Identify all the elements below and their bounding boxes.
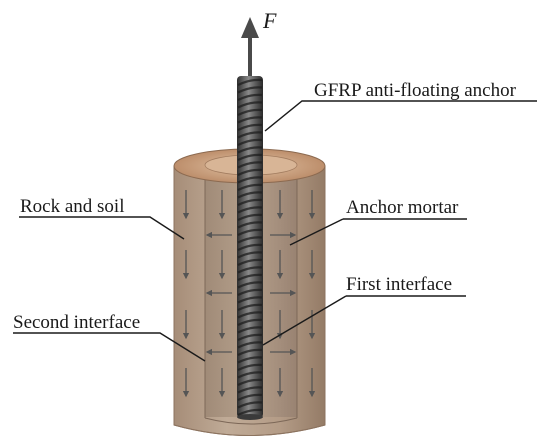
force-arrow: [241, 17, 259, 76]
rod-thread: [237, 348, 263, 356]
rod-thread: [237, 266, 263, 274]
rod-thread: [237, 213, 263, 221]
rod-thread: [237, 161, 263, 169]
rod-thread: [237, 198, 263, 206]
rod-thread: [237, 138, 263, 146]
rod-thread: [237, 386, 263, 394]
rod-thread: [237, 101, 263, 109]
rod-thread: [237, 326, 263, 334]
rod-thread: [237, 408, 263, 416]
radial-arrows: [205, 231, 297, 356]
rock-soil-label: Rock and soil: [20, 196, 125, 217]
rod-thread: [237, 116, 263, 124]
rod-thread: [237, 303, 263, 311]
rod-thread: [237, 183, 263, 191]
rod-thread: [237, 153, 263, 161]
rod-thread: [237, 176, 263, 184]
rod-thread: [237, 333, 263, 341]
rod-thread: [237, 228, 263, 236]
rod-thread: [237, 356, 263, 364]
rod-thread: [237, 258, 263, 266]
rod-thread: [237, 221, 263, 229]
anchor-mortar-label: Anchor mortar: [346, 197, 459, 218]
rod-thread: [237, 363, 263, 371]
rod-thread: [237, 318, 263, 326]
first-interface-label: First interface: [346, 274, 452, 295]
rod-thread: [237, 93, 263, 101]
rod-thread: [237, 393, 263, 401]
rod-thread: [237, 146, 263, 154]
rod-thread: [237, 401, 263, 409]
gfrp-anchor-label: GFRP anti-floating anchor: [314, 80, 517, 101]
rod-thread: [237, 273, 263, 281]
rod-thread: [237, 168, 263, 176]
rod-thread: [237, 131, 263, 139]
rod-thread: [237, 251, 263, 259]
rod-thread: [237, 371, 263, 379]
rod-thread: [237, 288, 263, 296]
rod-thread: [237, 191, 263, 199]
rod-thread: [237, 243, 263, 251]
rod-thread: [237, 296, 263, 304]
rod-thread: [237, 378, 263, 386]
rod-thread: [237, 236, 263, 244]
rod-thread: [237, 341, 263, 349]
rod-thread: [237, 108, 263, 116]
rod-thread: [237, 206, 263, 214]
gfrp-rod: [237, 76, 263, 420]
shear-arrows: [182, 190, 316, 398]
rod-thread: [237, 86, 263, 94]
second-interface-label: Second interface: [13, 312, 140, 333]
rod-thread: [237, 78, 263, 86]
force-label: F: [262, 8, 277, 33]
leader-lines: [13, 100, 537, 362]
rod-thread: [237, 281, 263, 289]
rod-thread: [237, 123, 263, 131]
rod-thread: [237, 311, 263, 319]
